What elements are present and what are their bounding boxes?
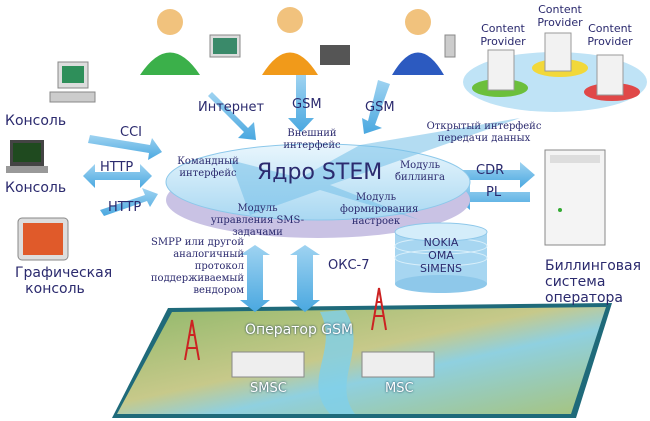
gsm-label-2: GSM (365, 100, 395, 115)
connection-arrows (83, 75, 535, 312)
billing-module-label: Модуль биллинга (395, 160, 445, 183)
cdr-label: CDR (476, 163, 505, 178)
network-elements (231, 351, 435, 378)
database-label-2: OMA (428, 249, 454, 262)
pl-label: PL (486, 185, 502, 200)
smsc-label: SMSC (250, 381, 287, 396)
content-provider-label-1: Content Provider (480, 22, 526, 48)
billing-system-label: Биллинговая система оператора (545, 258, 642, 306)
command-interface-label: Командный интерфейс (177, 156, 239, 179)
database-icon (394, 222, 488, 293)
console-icons (6, 61, 96, 261)
user-icons (140, 7, 456, 75)
database-label-1: NOKIA (423, 236, 459, 249)
content-provider-servers (463, 32, 647, 112)
console-label-2: Консоль (5, 180, 67, 196)
external-interface-label: Внешний интерфейс (283, 128, 341, 151)
internet-label: Интернет (198, 100, 265, 115)
operator-label: Оператор GSM (245, 322, 354, 338)
gsm-label-1: GSM (292, 97, 322, 112)
content-provider-label-2: Content Provider (537, 3, 583, 29)
http-label-1: HTTP (100, 160, 134, 175)
settings-module-label: Модуль формирования настроек (340, 192, 419, 227)
billing-server-icon (544, 149, 606, 246)
tower-icons (184, 287, 387, 361)
core-title: Ядро STEM (257, 160, 383, 185)
open-interface-label: Открытый интерфейс передачи данных (426, 121, 542, 144)
console-label-1: Консоль (5, 113, 67, 129)
sms-module-label: Модуль управления SMS-задачами (210, 203, 305, 238)
core-disk (165, 118, 520, 238)
oks7-label: ОКС-7 (328, 258, 370, 273)
smpp-label: SMPP или другой аналогичный протокол под… (150, 237, 244, 296)
content-provider-label-3: Content Provider (587, 22, 633, 48)
graphic-console-label: Графическая консоль (15, 265, 113, 297)
database-label-3: SIMENS (420, 262, 462, 275)
cci-label: CCI (120, 125, 142, 140)
msc-label: MSC (385, 381, 414, 396)
http-label-2: HTTP (108, 200, 142, 215)
